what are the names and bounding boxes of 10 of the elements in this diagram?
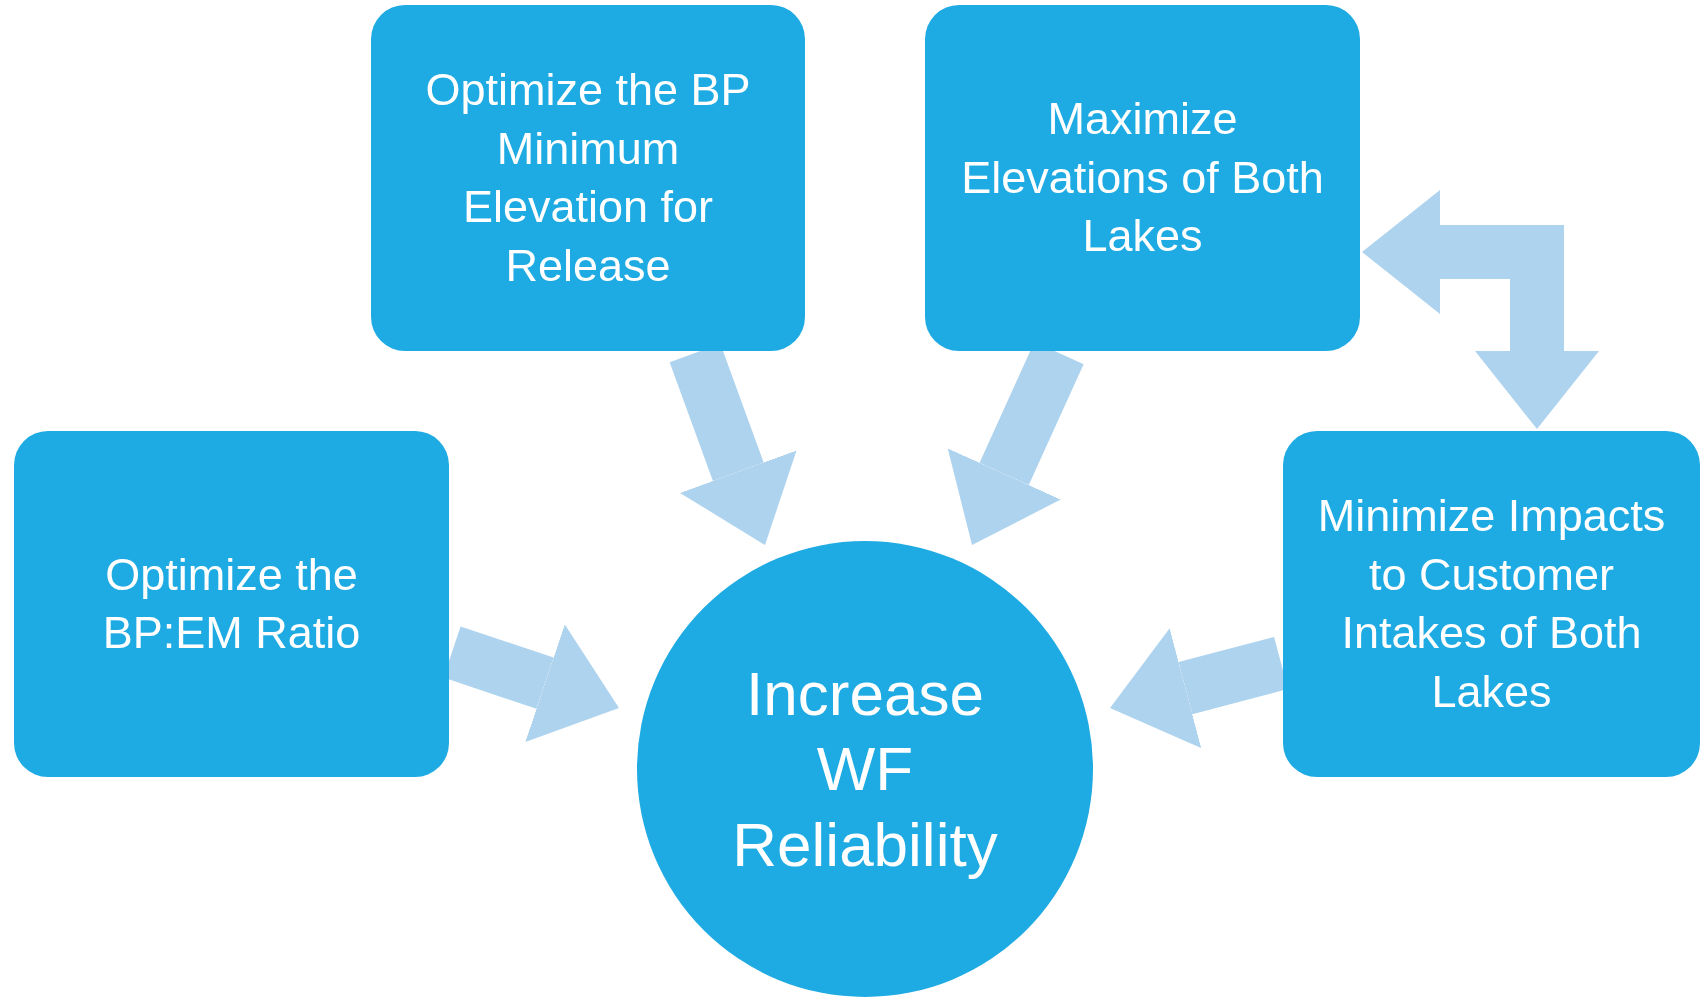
objective-box xyxy=(925,5,1360,351)
objective-text: Minimize Impacts to Customer Intakes of Both Lakes xyxy=(1316,489,1667,719)
objective-text: Optimize the BP:EM Ratio xyxy=(101,547,362,660)
objective-box xyxy=(371,5,805,351)
goal-text: Increase WF Reliability xyxy=(731,657,999,881)
block-arrow xyxy=(1362,190,1599,429)
objective-text: Maximize Elevations of Both Lakes xyxy=(960,92,1325,264)
objective-box xyxy=(1283,431,1700,777)
objective-text: Optimize the BP Minimum Elevation for Release xyxy=(424,63,752,293)
objective-box xyxy=(14,431,449,777)
